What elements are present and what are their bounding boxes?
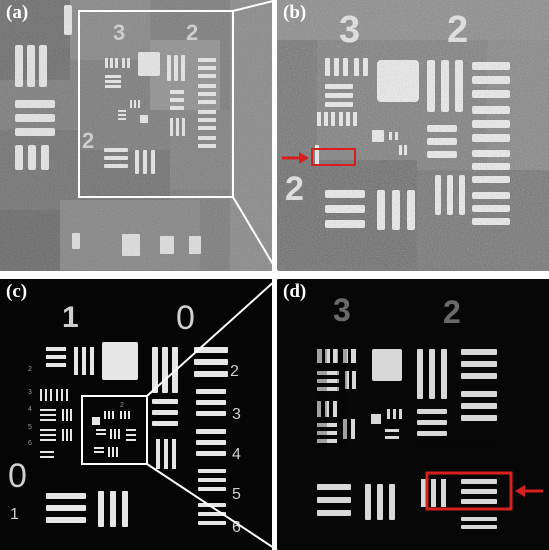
- svg-text:2: 2: [120, 402, 124, 409]
- panel-a-image: 3 2 2: [0, 0, 272, 271]
- panel-b-image: 3 2 2: [277, 0, 549, 271]
- svg-text:6: 6: [28, 440, 32, 447]
- group-bars-d: [317, 349, 497, 529]
- arrow-b: [282, 152, 309, 164]
- panel-c: 1 0 0 1 2 3 4 5 6: [0, 279, 272, 550]
- svg-text:4: 4: [232, 446, 241, 463]
- svg-text:2: 2: [443, 294, 461, 330]
- svg-text:6: 6: [232, 519, 241, 536]
- svg-text:3: 3: [28, 389, 32, 396]
- svg-text:3: 3: [333, 292, 351, 328]
- svg-text:2: 2: [230, 363, 239, 380]
- panel-label-a: (a): [6, 2, 29, 23]
- svg-text:2: 2: [28, 366, 32, 373]
- arrow-d: [515, 485, 543, 497]
- svg-text:0: 0: [176, 299, 195, 337]
- panel-d-image: 3 2: [277, 279, 549, 550]
- panel-a: 3 2 2 (a): [0, 0, 272, 271]
- panel-label-c: (c): [6, 281, 28, 302]
- panel-c-image: 1 0 0 1 2 3 4 5 6: [0, 279, 272, 550]
- panel-label-d: (d): [283, 281, 307, 302]
- svg-text:3: 3: [232, 406, 241, 423]
- svg-text:5: 5: [28, 424, 32, 431]
- svg-text:4: 4: [28, 406, 32, 413]
- zoom-box-a: [78, 10, 234, 198]
- panel-label-b: (b): [283, 2, 307, 23]
- svg-text:1: 1: [10, 506, 19, 523]
- svg-text:5: 5: [232, 486, 241, 503]
- panel-b: 3 2 2: [277, 0, 549, 271]
- highlight-box-d: [425, 471, 513, 511]
- svg-text:0: 0: [8, 457, 27, 495]
- zoom-box-c: [81, 395, 148, 465]
- svg-text:1: 1: [62, 301, 79, 334]
- highlight-box-b: [311, 148, 356, 166]
- panel-d: 3 2: [277, 279, 549, 550]
